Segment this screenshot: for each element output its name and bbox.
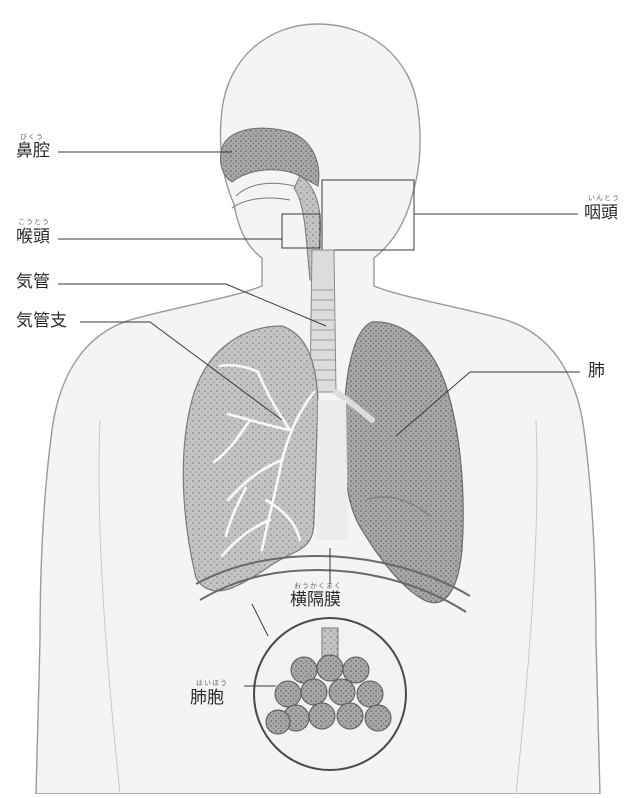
bronchi-label: 気管支 bbox=[16, 313, 67, 330]
nasal-cavity-ruby: びくう bbox=[20, 134, 44, 141]
trachea-label: 気管 bbox=[16, 274, 50, 291]
alveoli-ruby: はいほう bbox=[196, 680, 228, 687]
diaphragm-label: 横隔膜 bbox=[290, 592, 341, 609]
larynx-ruby: こうとう bbox=[18, 219, 50, 226]
alveoli-label: 肺胞 bbox=[190, 690, 224, 707]
lung-label: 肺 bbox=[588, 363, 605, 380]
alveoli-inset bbox=[254, 618, 406, 770]
nasal-cavity-label: 鼻腔 bbox=[16, 143, 50, 160]
larynx-label: 喉頭 bbox=[16, 229, 50, 246]
pharynx-label: 咽頭 bbox=[584, 205, 618, 222]
pharynx-ruby: いんとう bbox=[588, 195, 620, 202]
diaphragm-ruby: おうかくまく bbox=[294, 583, 342, 590]
